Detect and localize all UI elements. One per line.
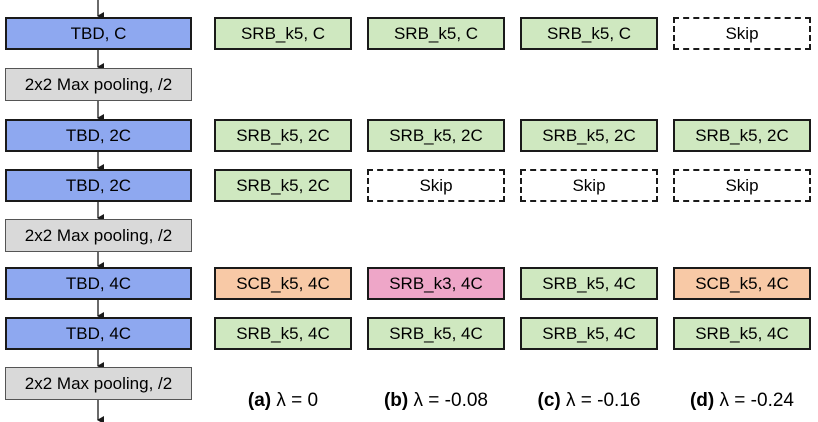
srb-block: SRB_k5, 2C bbox=[214, 119, 352, 152]
caption-tag: (d) bbox=[689, 390, 715, 411]
skip-block: Skip bbox=[673, 17, 811, 50]
tbd-block: TBD, 2C bbox=[5, 169, 192, 202]
srb-block: SRB_k5, 4C bbox=[367, 317, 505, 350]
scb-block: SCB_k5, 4C bbox=[673, 267, 811, 300]
srb-block: SRB_k5, 2C bbox=[367, 119, 505, 152]
skip-block: Skip bbox=[673, 169, 811, 202]
srb-block: SRB_k5, C bbox=[367, 17, 505, 50]
caption-lambda: λ = -0.24 bbox=[714, 390, 794, 411]
caption-lambda: λ = -0.08 bbox=[408, 390, 488, 411]
column-caption: (d) λ = -0.24 bbox=[667, 390, 817, 412]
tbd-block: TBD, C bbox=[5, 17, 192, 50]
tbd-block: TBD, 4C bbox=[5, 267, 192, 300]
caption-tag: (a) bbox=[247, 390, 272, 411]
caption-lambda: λ = 0 bbox=[271, 390, 319, 411]
tbd-block: TBD, 4C bbox=[5, 317, 192, 350]
srb-block: SRB_k5, C bbox=[214, 17, 352, 50]
caption-tag: (c) bbox=[537, 390, 561, 411]
max-pooling-block: 2x2 Max pooling, /2 bbox=[5, 367, 192, 400]
srb-block: SRB_k5, C bbox=[520, 17, 658, 50]
column-caption: (b) λ = -0.08 bbox=[361, 390, 511, 412]
scb-block: SCB_k5, 4C bbox=[214, 267, 352, 300]
column-caption: (a) λ = 0 bbox=[208, 390, 358, 412]
srb-block: SRB_k5, 4C bbox=[673, 317, 811, 350]
srb-block: SRB_k3, 4C bbox=[367, 267, 505, 300]
srb-block: SRB_k5, 4C bbox=[214, 317, 352, 350]
skip-block: Skip bbox=[367, 169, 505, 202]
srb-block: SRB_k5, 2C bbox=[673, 119, 811, 152]
srb-block: SRB_k5, 4C bbox=[520, 317, 658, 350]
column-caption: (c) λ = -0.16 bbox=[514, 390, 664, 412]
caption-lambda: λ = -0.16 bbox=[560, 390, 641, 411]
srb-block: SRB_k5, 2C bbox=[214, 169, 352, 202]
tbd-block: TBD, 2C bbox=[5, 119, 192, 152]
srb-block: SRB_k5, 4C bbox=[520, 267, 658, 300]
max-pooling-block: 2x2 Max pooling, /2 bbox=[5, 68, 192, 101]
caption-tag: (b) bbox=[383, 390, 409, 411]
srb-block: SRB_k5, 2C bbox=[520, 119, 658, 152]
max-pooling-block: 2x2 Max pooling, /2 bbox=[5, 219, 192, 252]
skip-block: Skip bbox=[520, 169, 658, 202]
